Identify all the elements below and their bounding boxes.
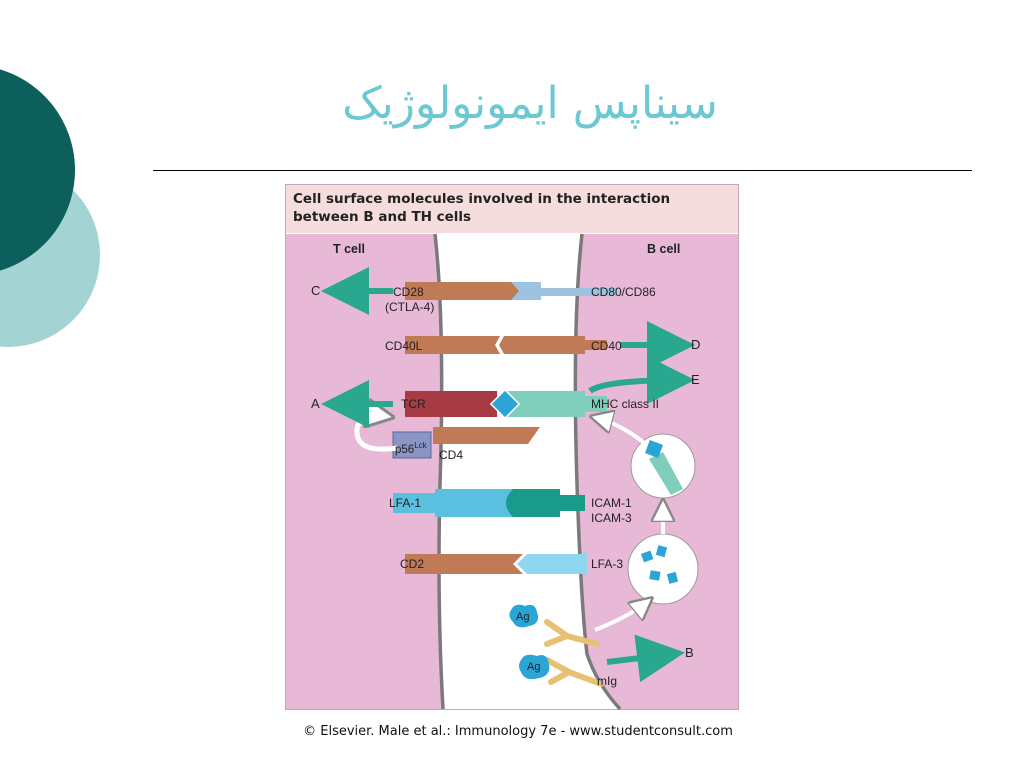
signal-e-label: E xyxy=(691,372,700,387)
p56-superscript: Lck xyxy=(414,441,427,450)
p56-kinase-box xyxy=(392,431,432,459)
cd40l-label: CD40L xyxy=(385,339,423,353)
fragment-4 xyxy=(666,571,679,584)
mhc-molecule xyxy=(507,391,607,417)
mig-receptor-1 xyxy=(544,619,600,647)
endosome-vesicle xyxy=(627,533,699,605)
signal-c-label: C xyxy=(311,283,321,298)
decorative-circles xyxy=(0,69,100,347)
b-cell-membrane xyxy=(573,233,622,710)
p56-label: p56Lck xyxy=(395,439,427,457)
cd4-molecule xyxy=(433,427,540,444)
p56-loop-arrow xyxy=(354,415,398,452)
vesicle-mhc xyxy=(649,452,683,495)
t-cell-region xyxy=(286,234,443,709)
lfa3-label: LFA-3 xyxy=(591,557,624,571)
cd80-molecule xyxy=(511,282,617,300)
dark-teal-circle xyxy=(0,69,75,271)
mig-label: mIg xyxy=(597,674,618,688)
signal-d-label: D xyxy=(691,337,701,352)
ctla4-label: (CTLA-4) xyxy=(385,300,435,314)
ag-label-2: Ag xyxy=(527,661,541,673)
cd80-label: CD80/CD86 xyxy=(591,285,656,299)
tcr-molecule xyxy=(405,391,497,417)
immunology-figure: Cell surface molecules involved in the i… xyxy=(285,184,739,710)
signal-arrow-e xyxy=(588,356,695,405)
signal-arrow-b xyxy=(606,634,685,683)
antigen-1 xyxy=(509,604,538,628)
mig-receptor-2 xyxy=(544,657,604,687)
slide-title: سیناپس ایمونولوژیک xyxy=(342,78,718,129)
cd28-molecule xyxy=(405,282,525,300)
ag-label-1: Ag xyxy=(516,611,530,623)
title-divider xyxy=(153,170,972,171)
icam-molecule xyxy=(506,489,585,517)
antigen-2 xyxy=(519,654,550,680)
antigen-peptide xyxy=(489,388,521,420)
cd4-label: CD4 xyxy=(439,448,464,462)
fragment-3 xyxy=(649,570,661,581)
b-cell-label: B cell xyxy=(647,242,681,256)
p56-text: p56 xyxy=(395,443,415,456)
t-cell-label: T cell xyxy=(333,242,365,256)
figure-header: Cell surface molecules involved in the i… xyxy=(293,191,671,225)
fragment-2 xyxy=(655,545,668,558)
signal-b-label: B xyxy=(685,645,694,660)
processing-arrow-3 xyxy=(597,418,645,444)
signal-a-label: A xyxy=(311,396,320,411)
figure-header-bg xyxy=(286,185,738,233)
icam3-label: ICAM-3 xyxy=(591,511,632,525)
lfa1-label: LFA-1 xyxy=(389,496,422,510)
cd2-molecule xyxy=(405,554,523,574)
cd2-label: CD2 xyxy=(400,557,425,571)
vesicle-peptide xyxy=(645,440,663,458)
mhc-label: MHC class II xyxy=(591,397,660,411)
icam1-label: ICAM-1 xyxy=(591,496,632,510)
processing-arrow-1 xyxy=(594,602,647,632)
cd40-label: CD40 xyxy=(591,339,622,353)
lfa1-molecule xyxy=(393,489,515,517)
cd40l-molecule xyxy=(405,336,500,354)
figure-drawing xyxy=(285,184,739,710)
cd40-molecule xyxy=(499,336,607,354)
figure-caption: © Elsevier. Male et al.: Immunology 7e -… xyxy=(303,724,733,739)
tcr-label: TCR xyxy=(401,397,426,411)
lfa3-molecule xyxy=(517,552,587,576)
fragment-1 xyxy=(640,550,654,563)
cd28-label: CD28 xyxy=(393,285,424,299)
